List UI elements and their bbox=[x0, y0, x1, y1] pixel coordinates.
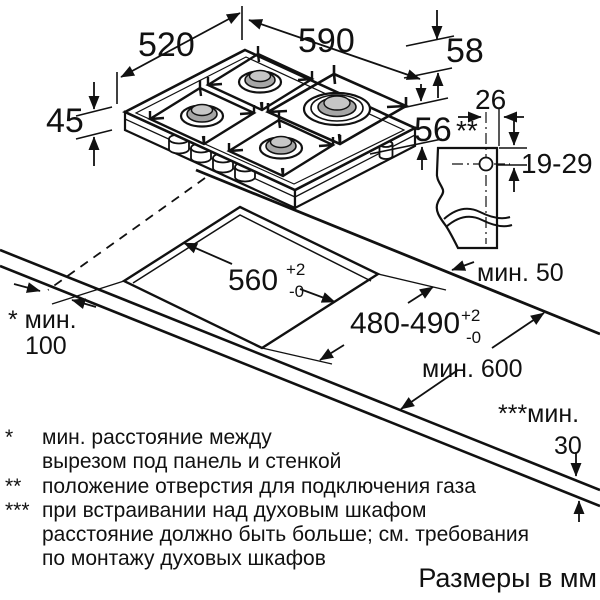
label-56: 56 bbox=[414, 111, 452, 149]
footnote-3-line-2: расстояние должно быть больше; см. требо… bbox=[42, 523, 529, 546]
label-min50: мин. 50 bbox=[477, 259, 564, 287]
wall-edge-line bbox=[195, 168, 600, 336]
gas-inlet-hole bbox=[478, 156, 494, 172]
dim-line-520 bbox=[120, 12, 241, 78]
label-min30-value: 30 bbox=[554, 432, 582, 460]
label-480-490: 480-490 bbox=[350, 307, 460, 340]
hob-drawing bbox=[122, 46, 418, 210]
ext-45-bottom bbox=[75, 129, 113, 140]
arrow-480-downleft bbox=[319, 344, 345, 361]
ext-58-top bbox=[405, 35, 455, 47]
ext-480-bottom bbox=[261, 347, 333, 365]
break-line-2 bbox=[445, 215, 513, 228]
footnote-2-line-1: положение отверстия для подключения газа bbox=[42, 475, 476, 498]
break-line-1 bbox=[443, 207, 511, 220]
burner-left bbox=[147, 80, 257, 146]
hob-right-rim-line bbox=[294, 134, 416, 198]
ext-56-top bbox=[401, 97, 449, 109]
dimension-labels: 520 590 58 45 56 26 ** 19-29 мин. 50 560… bbox=[8, 22, 593, 460]
footnote-3-line-1: при встраивании над духовым шкафом bbox=[42, 499, 426, 522]
dim-line-590 bbox=[248, 19, 421, 80]
label-560: 560 bbox=[228, 264, 278, 297]
dimension-lines bbox=[13, 6, 585, 522]
dim-560-left bbox=[183, 242, 233, 265]
ext-480-right bbox=[377, 273, 447, 291]
arrow-min100-right bbox=[13, 282, 41, 293]
label-min100-text: * мин. bbox=[8, 306, 77, 334]
dim-560-right bbox=[299, 288, 336, 303]
worktop-lines bbox=[0, 168, 600, 508]
ext-56-bottom bbox=[369, 138, 443, 155]
burner-front bbox=[226, 112, 336, 178]
worktop-front-edge-bottom bbox=[0, 264, 600, 508]
cutout-inner-lip bbox=[132, 214, 372, 284]
label-min30-text: ***мин. bbox=[498, 400, 579, 428]
footnotes: * мин. расстояние между вырезом под пане… bbox=[5, 426, 529, 570]
label-480-tol-minus: -0 bbox=[466, 328, 481, 347]
gas-connection-detail bbox=[435, 112, 513, 250]
label-590: 590 bbox=[298, 22, 355, 60]
footnote-marker-3: *** bbox=[5, 499, 30, 522]
ext-58-bottom bbox=[403, 67, 453, 79]
label-520: 520 bbox=[138, 26, 195, 64]
label-45: 45 bbox=[46, 102, 84, 140]
arrow-min50 bbox=[451, 260, 475, 271]
arrow-min100-left bbox=[71, 298, 97, 309]
ext-min100 bbox=[51, 280, 125, 305]
label-58: 58 bbox=[446, 32, 484, 70]
hob-projection-dashed-line bbox=[47, 177, 206, 291]
footnote-3-line-3: по монтажу духовых шкафов bbox=[42, 547, 326, 570]
footnote-marker-2: ** bbox=[5, 475, 21, 498]
label-26: 26 bbox=[475, 84, 506, 115]
label-560-tol-minus: -0 bbox=[289, 282, 304, 301]
footnote-1-line-1: мин. расстояние между bbox=[42, 426, 272, 449]
units-note: Размеры в мм bbox=[418, 563, 597, 593]
worktop-front-edge-top bbox=[0, 248, 600, 492]
footnote-1-line-2: вырезом под панель и стенкой bbox=[42, 450, 341, 473]
arrow-min600-upright bbox=[491, 312, 545, 349]
ext-45-top bbox=[75, 106, 113, 117]
arrow-480-upright bbox=[407, 286, 434, 304]
arrow-min600-downleft bbox=[400, 369, 459, 410]
label-480-tol-plus: +2 bbox=[461, 306, 480, 325]
label-gas-marker: ** bbox=[456, 115, 478, 146]
label-min600: мин. 600 bbox=[422, 355, 523, 383]
label-19-29: 19-29 bbox=[521, 148, 593, 179]
footnote-marker-1: * bbox=[5, 426, 13, 449]
hob-leg bbox=[378, 144, 394, 160]
label-560-tol-plus: +2 bbox=[286, 260, 305, 279]
label-min100-value: 100 bbox=[25, 332, 67, 360]
